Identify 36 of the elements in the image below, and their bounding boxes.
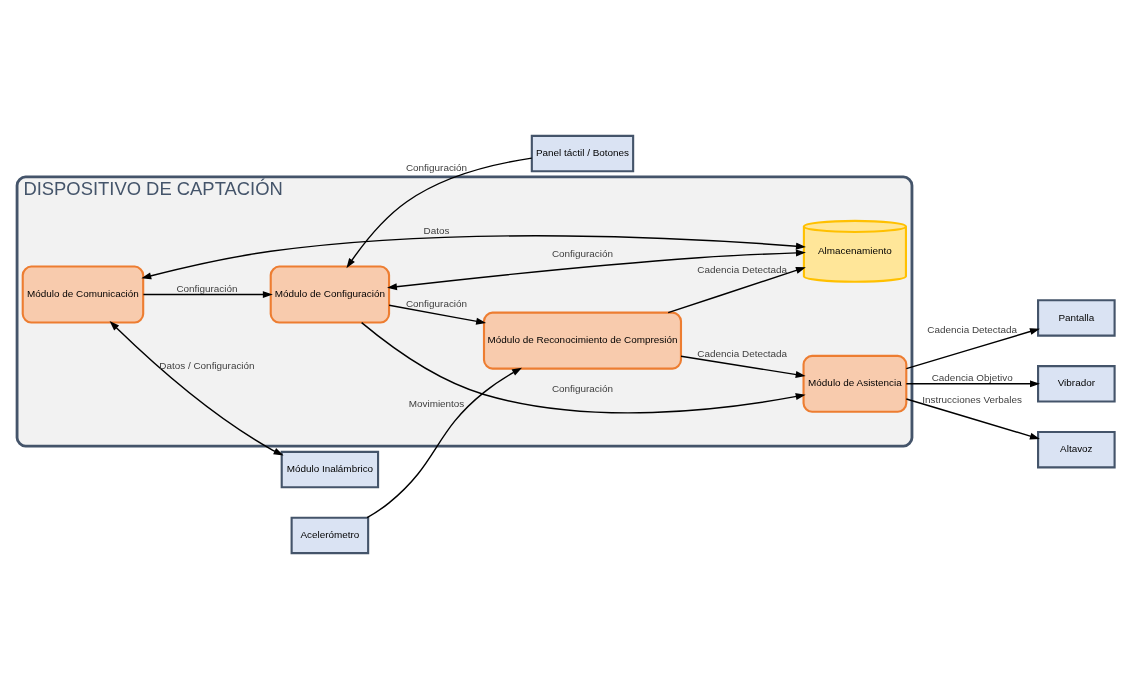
edge-label: Configuración	[176, 282, 238, 294]
node-box: Módulo de Configuración	[269, 265, 391, 324]
node-box: Panel táctil / Botones	[530, 134, 635, 172]
node-box: Pantalla	[1037, 298, 1116, 337]
edge-label: Cadencia Detectada	[927, 323, 1018, 335]
node-box: Módulo de Reconocimiento de Compresión	[482, 311, 683, 370]
node-box: Acelerómetro	[290, 516, 370, 554]
edge-label: Configuración	[551, 247, 614, 259]
edge-label: Configuración	[405, 161, 468, 173]
edge-label: Movimientos	[408, 397, 465, 409]
arrow	[142, 290, 273, 298]
node-box: Módulo de Asistencia	[802, 354, 908, 413]
edge-label: Configuración	[551, 382, 614, 394]
edge-label: Cadencia Objetivo	[931, 371, 1013, 383]
arrow	[387, 248, 806, 290]
edge-label: Cadencia Detectada	[697, 347, 788, 359]
edge-label: Datos	[423, 224, 450, 236]
arrow	[680, 355, 806, 378]
arrow	[667, 266, 806, 313]
node-box: Módulo de Comunicación	[21, 265, 145, 324]
arrow	[109, 320, 284, 455]
edge-label: Configuración	[405, 297, 468, 309]
edge-label: Datos / Configuración	[159, 359, 255, 371]
node-box: Altavoz	[1037, 430, 1116, 468]
node-box: Vibrador	[1037, 364, 1116, 403]
arrow	[346, 156, 533, 268]
arrow	[905, 397, 1040, 439]
edge-label: Cadencia Detectada	[697, 263, 788, 275]
edge-label: Instrucciones Verbales	[922, 393, 1023, 405]
arrow	[366, 367, 522, 518]
node-box: Módulo Inalámbrico	[280, 450, 380, 488]
arrow	[141, 234, 806, 279]
arrow	[905, 379, 1040, 387]
arrow	[388, 304, 487, 325]
arrow	[360, 321, 806, 414]
arrow	[905, 327, 1040, 369]
